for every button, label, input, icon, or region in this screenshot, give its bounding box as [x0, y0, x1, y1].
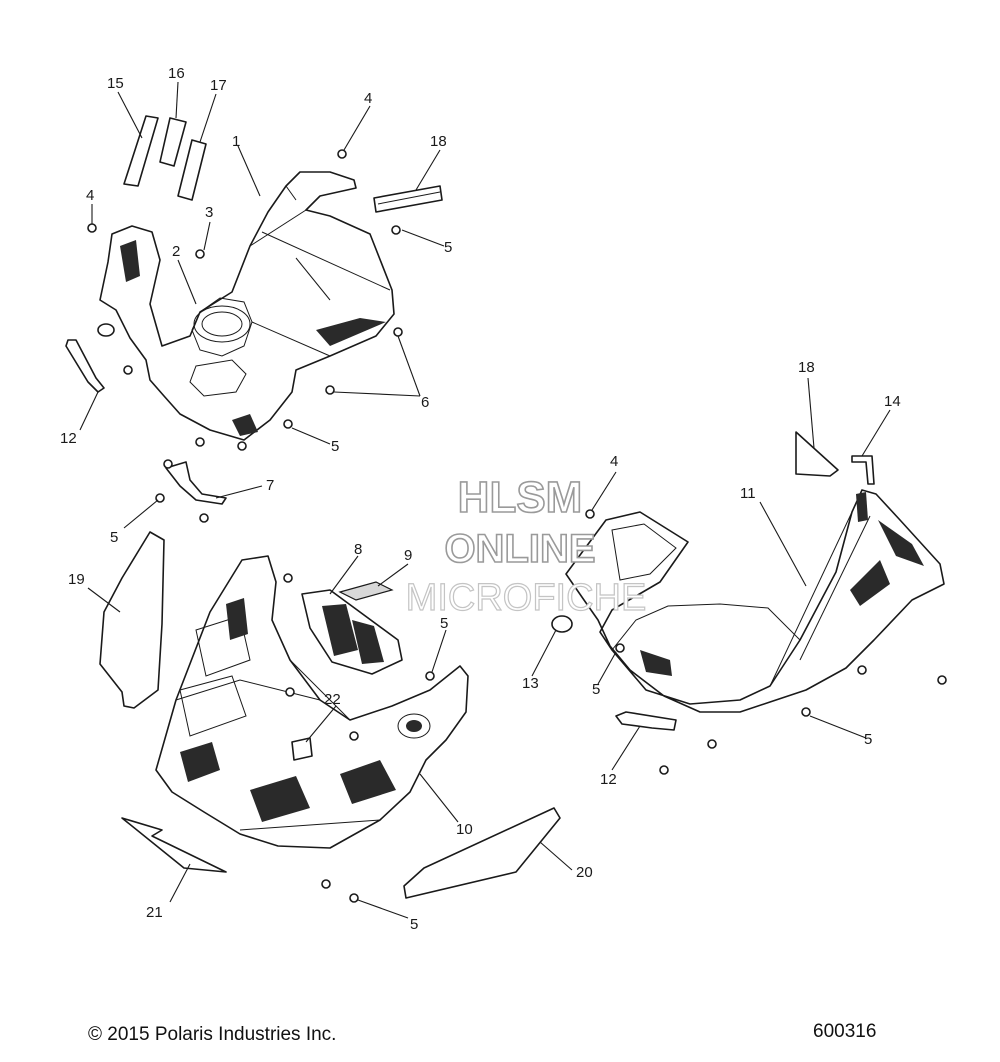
callout-4: 4 — [364, 90, 372, 107]
fasteners — [87, 149, 947, 903]
callout-12: 12 — [600, 771, 617, 788]
callout-1: 1 — [232, 133, 240, 150]
callout-7: 7 — [266, 477, 274, 494]
callout-21: 21 — [146, 904, 163, 921]
part-19-side-panel — [99, 531, 165, 709]
callout-17: 17 — [210, 77, 227, 94]
callout-8: 8 — [354, 541, 362, 558]
watermark-line-3: MICROFICHE — [406, 577, 647, 619]
part-8-vent — [301, 589, 403, 675]
callout-9: 9 — [404, 547, 412, 564]
callout-16: 16 — [168, 65, 185, 82]
part-17-pad — [177, 139, 207, 201]
part-7-bracket — [165, 461, 227, 505]
callout-20: 20 — [576, 864, 593, 881]
callout-2: 2 — [172, 243, 180, 260]
leader-lines — [79, 81, 891, 919]
callout-12: 12 — [60, 430, 77, 447]
callout-5: 5 — [864, 731, 872, 748]
part-16-pad — [159, 117, 187, 167]
drawing-number: 600316 — [813, 1021, 877, 1042]
watermark-line-1: HLSM — [458, 473, 583, 522]
part-21-decal — [121, 817, 227, 873]
callout-3: 3 — [205, 204, 213, 221]
part-18-triangle-pad — [795, 431, 839, 477]
part-22-clip — [291, 737, 313, 761]
callout-numbers: 15 16 17 4 1 18 4 3 2 5 6 12 5 7 5 19 8 … — [60, 65, 901, 933]
part-20-side-panel — [403, 807, 561, 899]
part-15-pad — [123, 115, 159, 187]
callout-5: 5 — [444, 239, 452, 256]
copyright-text: © 2015 Polaris Industries Inc. — [88, 1024, 337, 1045]
callout-4: 4 — [610, 453, 618, 470]
callout-5: 5 — [410, 916, 418, 933]
callout-5: 5 — [331, 438, 339, 455]
callout-6: 6 — [421, 394, 429, 411]
callout-22: 22 — [324, 691, 341, 708]
part-13-grommet — [551, 615, 573, 633]
callout-15: 15 — [107, 75, 124, 92]
callout-18: 18 — [798, 359, 815, 376]
callout-5: 5 — [592, 681, 600, 698]
part-11-right-panel — [565, 489, 945, 713]
part-18-strip — [373, 185, 443, 213]
part-10-lower-hood — [155, 555, 469, 849]
grommet-upper — [97, 323, 115, 337]
callout-14: 14 — [884, 393, 901, 410]
watermark-line-2: ONLINE — [444, 527, 595, 571]
watermark: HLSM ONLINE MICROFICHE — [405, 472, 647, 619]
callout-13: 13 — [522, 675, 539, 692]
callout-5: 5 — [110, 529, 118, 546]
callout-5: 5 — [440, 615, 448, 632]
part-12-bracket-upper — [65, 339, 105, 393]
callout-4: 4 — [86, 187, 94, 204]
part-12-bracket-lower — [615, 711, 677, 731]
callout-18: 18 — [430, 133, 447, 150]
callout-19: 19 — [68, 571, 85, 588]
callout-10: 10 — [456, 821, 473, 838]
part-9-label — [338, 581, 394, 601]
part-14-hex-key — [851, 455, 875, 485]
callout-11: 11 — [740, 485, 756, 502]
part-1-upper-panel — [99, 171, 395, 441]
